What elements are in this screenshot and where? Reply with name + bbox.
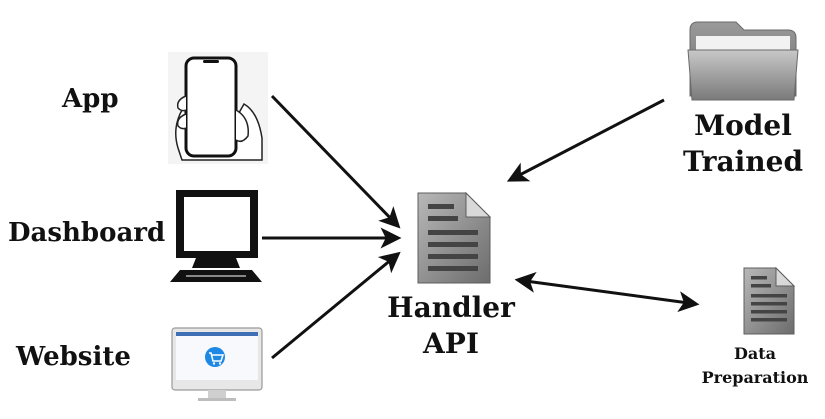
handler-label-line2: API (423, 327, 479, 360)
handler-document-icon (417, 191, 492, 284)
model-label-line1: Model (694, 109, 792, 142)
node-label-app: App (62, 84, 119, 114)
smartphone-in-hand-icon (168, 52, 268, 164)
edge-model-to-handler (506, 98, 665, 182)
handler-label-line1: Handler (387, 291, 515, 324)
edges (262, 94, 700, 360)
node-label-handler-api: Handler API (378, 290, 524, 362)
data-label-line2: Preparation (701, 368, 809, 387)
node-label-dashboard: Dashboard (8, 218, 166, 248)
node-label-website: Website (16, 342, 131, 372)
folder-icon (687, 21, 799, 101)
node-label-data-preparation: Data Preparation (690, 342, 820, 390)
edge-handler-data-bidirectional (514, 271, 700, 313)
web-store-screen-icon (171, 327, 263, 401)
node-label-model-trained: Model Trained (672, 108, 814, 180)
data-document-icon (743, 266, 796, 335)
model-label-line2: Trained (682, 145, 804, 178)
edge-website-to-handler (271, 251, 401, 360)
data-label-line1: Data (734, 344, 776, 363)
edge-app-to-handler (270, 94, 401, 229)
computer-monitor-icon (170, 190, 262, 282)
